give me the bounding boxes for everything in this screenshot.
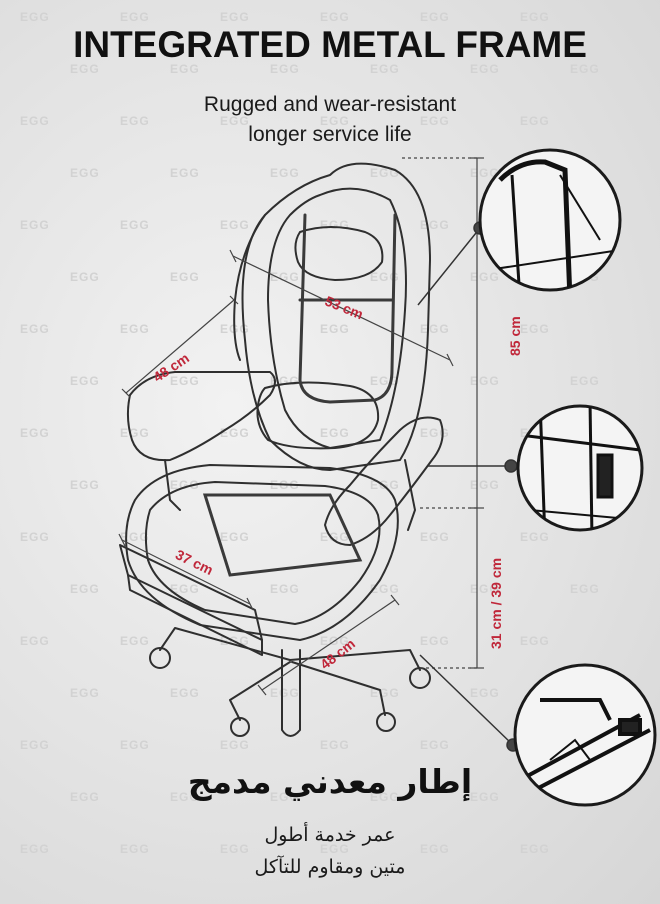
watermark-text: EGG [470, 62, 500, 76]
watermark-text: EGG [220, 842, 250, 856]
watermark-text: EGG [520, 114, 550, 128]
watermark-text: EGG [520, 842, 550, 856]
dim-85cm: 85 cm [507, 316, 523, 356]
watermark-text: EGG [120, 634, 150, 648]
watermark-text: EGG [120, 322, 150, 336]
watermark-text: EGG [270, 270, 300, 284]
watermark-text: EGG [20, 634, 50, 648]
watermark-text: EGG [420, 738, 450, 752]
watermark-text: EGG [20, 322, 50, 336]
watermark-text: EGG [420, 114, 450, 128]
watermark-text: EGG [370, 270, 400, 284]
watermark-text: EGG [170, 374, 200, 388]
watermark-text: EGG [270, 166, 300, 180]
watermark-text: EGG [170, 270, 200, 284]
watermark-text: EGG [320, 114, 350, 128]
watermark-text: EGG [320, 426, 350, 440]
watermark-text: EGG [120, 114, 150, 128]
watermark-text: EGG [220, 530, 250, 544]
watermark-text: EGG [120, 218, 150, 232]
subtitle: Rugged and wear-resistant longer service… [130, 90, 530, 150]
watermark-text: EGG [70, 686, 100, 700]
frame-detail-circle-bottom [513, 663, 657, 807]
watermark-text: EGG [320, 842, 350, 856]
watermark-text: EGG [120, 10, 150, 24]
watermark-text: EGG [170, 62, 200, 76]
watermark-text: EGG [370, 790, 400, 804]
watermark-text: EGG [520, 530, 550, 544]
watermark-text: EGG [170, 478, 200, 492]
watermark-text: EGG [470, 686, 500, 700]
watermark-text: EGG [420, 842, 450, 856]
watermark-text: EGG [70, 270, 100, 284]
watermark-text: EGG [270, 582, 300, 596]
watermark-text: EGG [20, 10, 50, 24]
watermark-text: EGG [420, 530, 450, 544]
arabic-title: إطار معدني مدمج [187, 762, 473, 801]
watermark-text: EGG [70, 582, 100, 596]
watermark-text: EGG [320, 218, 350, 232]
subtitle-line-1: Rugged and wear-resistant [203, 93, 457, 116]
watermark-text: EGG [570, 582, 600, 596]
watermark-text: EGG [70, 790, 100, 804]
watermark-text: EGG [420, 634, 450, 648]
frame-detail-circle-middle [516, 404, 644, 532]
watermark-text: EGG [520, 10, 550, 24]
dim-53cm: 53 cm [323, 293, 366, 323]
chair-frame [202, 213, 397, 577]
watermark-text: EGG [120, 738, 150, 752]
watermark-text: EGG [570, 62, 600, 76]
page-title: INTEGRATED METAL FRAME [73, 24, 587, 65]
watermark-text: EGG [170, 790, 200, 804]
dim-31-39cm: 31 cm / 39 cm [488, 558, 504, 649]
watermark-text: EGG [170, 166, 200, 180]
watermark-text: EGG [20, 426, 50, 440]
watermark-text: EGG [70, 166, 100, 180]
arabic-line-2: متين ومقاوم للتآكل [254, 856, 406, 878]
watermark-text: EGG [70, 478, 100, 492]
frame-detail-circle-top [478, 148, 622, 292]
watermark-text: EGG [470, 790, 500, 804]
watermark-text: EGG [520, 634, 550, 648]
subtitle-line-2: longer service life [248, 123, 412, 146]
callout-lines [417, 221, 520, 752]
watermark-text: EGG [20, 738, 50, 752]
watermark-text: EGG [220, 10, 250, 24]
watermark-text: EGG [120, 842, 150, 856]
watermark-text: EGG [320, 738, 350, 752]
watermark-text: EGG [520, 322, 550, 336]
watermark-text: EGG [120, 426, 150, 440]
watermark-text: EGG [320, 10, 350, 24]
watermark-text: EGG [20, 842, 50, 856]
arabic-line-1: عمر خدمة أطول [264, 824, 396, 846]
watermark-text: EGG [20, 530, 50, 544]
watermark-text: EGG [170, 582, 200, 596]
watermark-text: EGG [370, 62, 400, 76]
watermark-text: EGG [220, 114, 250, 128]
watermark-text: EGG [320, 322, 350, 336]
watermark-text: EGG [20, 218, 50, 232]
watermark-text: EGG [20, 114, 50, 128]
watermark-text: EGG [270, 790, 300, 804]
watermark-text: EGG [70, 62, 100, 76]
watermark-text: EGG [220, 738, 250, 752]
watermark-text: EGG [270, 686, 300, 700]
watermark-text: EGG [220, 218, 250, 232]
dimension-lines [118, 157, 484, 696]
watermark-text: EGG [420, 10, 450, 24]
watermark-text: EGG [270, 62, 300, 76]
watermark-text: EGG [70, 374, 100, 388]
watermark-text: EGG [170, 686, 200, 700]
watermark-text: EGG [570, 374, 600, 388]
